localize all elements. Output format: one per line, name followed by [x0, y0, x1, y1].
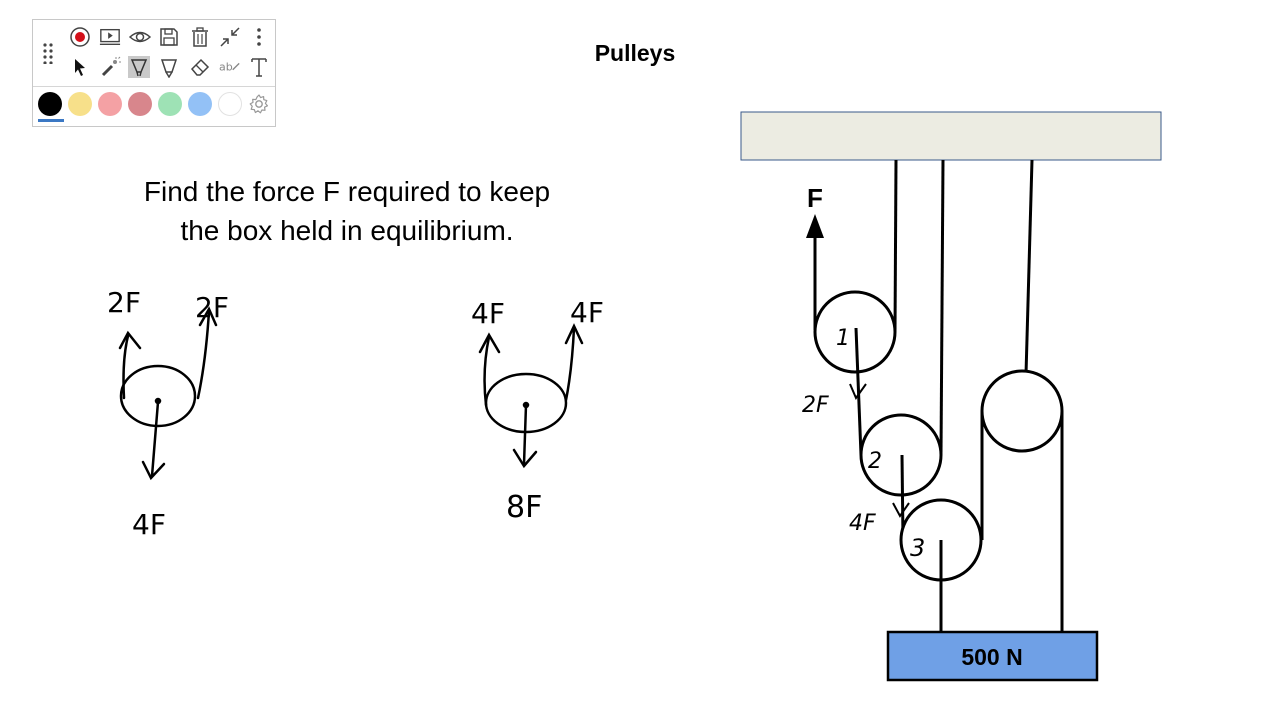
- color-swatch-blue[interactable]: [188, 92, 212, 116]
- force-arrow-icon: [806, 214, 824, 238]
- left-fbd-label-bottom: 4F: [132, 508, 166, 541]
- pointer-icon[interactable]: [69, 56, 91, 78]
- trash-icon[interactable]: [189, 26, 211, 48]
- annotation-4f-arrow-icon: [892, 502, 910, 518]
- middle-fbd-label-top-right: 4F: [570, 296, 604, 329]
- left-fbd-label-top-left: 2F: [107, 286, 141, 319]
- rope-ceiling-pulley4: [1023, 159, 1034, 411]
- middle-fbd-label-bottom: 8F: [506, 490, 542, 525]
- middle-fbd-down-line: [522, 403, 528, 466]
- text-icon[interactable]: [248, 56, 270, 78]
- color-swatch-black[interactable]: [38, 92, 62, 116]
- drag-handle-icon[interactable]: [42, 42, 54, 65]
- color-swatch-green[interactable]: [158, 92, 182, 116]
- rope-ceiling-pulley1: [893, 159, 898, 333]
- question-line-2: the box held in equilibrium.: [180, 215, 514, 246]
- middle-fbd-right-rope: [564, 326, 576, 402]
- color-swatch-white[interactable]: [218, 92, 242, 116]
- screen-share-icon[interactable]: [99, 26, 121, 48]
- middle-fbd-center-dot: [522, 401, 530, 409]
- question-line-1: Find the force F required to keep: [143, 176, 551, 207]
- left-fbd-down-arrow-icon: [141, 460, 166, 481]
- ceiling-beam: [740, 111, 1162, 161]
- svg-text:ab: ab: [219, 61, 233, 74]
- highlighter-icon[interactable]: [128, 56, 150, 78]
- middle-fbd-left-arrow-icon: [478, 332, 501, 354]
- settings-gear-icon[interactable]: [248, 93, 270, 115]
- pulley-3-label: 3: [910, 534, 925, 562]
- color-swatch-pink[interactable]: [98, 92, 122, 116]
- middle-free-body-diagram: [478, 323, 584, 469]
- pulley-1-label: 1: [836, 326, 850, 351]
- pen-icon[interactable]: [158, 56, 180, 78]
- box-label: 500 N: [961, 644, 1022, 670]
- left-fbd-center-dot: [154, 397, 162, 405]
- left-fbd-left-arrow-icon: [118, 330, 142, 350]
- left-fbd-down-line: [150, 400, 160, 478]
- color-swatch-rose[interactable]: [128, 92, 152, 116]
- middle-fbd-right-arrow-icon: [564, 323, 584, 345]
- middle-fbd-left-rope: [483, 335, 491, 407]
- record-icon[interactable]: [69, 26, 91, 48]
- left-fbd-label-top-right: 2F: [195, 291, 229, 324]
- rope-pulley1-pulley2: [854, 327, 863, 456]
- annotation-toolbar: ab: [32, 19, 276, 127]
- collapse-icon[interactable]: [219, 26, 241, 48]
- left-fbd-right-arrow-icon: [198, 306, 218, 327]
- pulley-2-label: 2: [868, 449, 882, 474]
- selected-color-indicator: [38, 119, 64, 122]
- force-label: F: [807, 183, 823, 213]
- more-vertical-icon[interactable]: [248, 26, 270, 48]
- pulley-diagram: F 1 2 3 2F 4F 500 N: [740, 111, 1162, 682]
- annotation-2f: 2F: [802, 393, 829, 418]
- eraser-icon[interactable]: [189, 56, 211, 78]
- laser-pointer-icon[interactable]: [99, 56, 121, 78]
- color-swatch-yellow[interactable]: [68, 92, 92, 116]
- question-text: Find the force F required to keep the bo…: [87, 172, 607, 250]
- page-title: Pulleys: [594, 40, 676, 66]
- eye-icon[interactable]: [129, 26, 151, 48]
- middle-fbd-label-top-left: 4F: [471, 297, 505, 330]
- left-free-body-diagram: [118, 306, 218, 481]
- left-fbd-pulley: [119, 364, 197, 428]
- annotation-2f-arrow-icon: [849, 383, 867, 401]
- handwriting-to-text-icon[interactable]: ab: [219, 56, 241, 78]
- rope-ceiling-pulley2: [939, 159, 945, 456]
- middle-fbd-down-arrow-icon: [512, 448, 538, 469]
- annotation-4f: 4F: [849, 511, 876, 536]
- left-fbd-right-rope: [196, 309, 211, 400]
- save-icon[interactable]: [158, 26, 180, 48]
- pulley-4: [980, 369, 1064, 453]
- left-fbd-left-rope: [122, 334, 130, 400]
- load-box: [886, 630, 1099, 682]
- toolbar-divider: [33, 86, 275, 87]
